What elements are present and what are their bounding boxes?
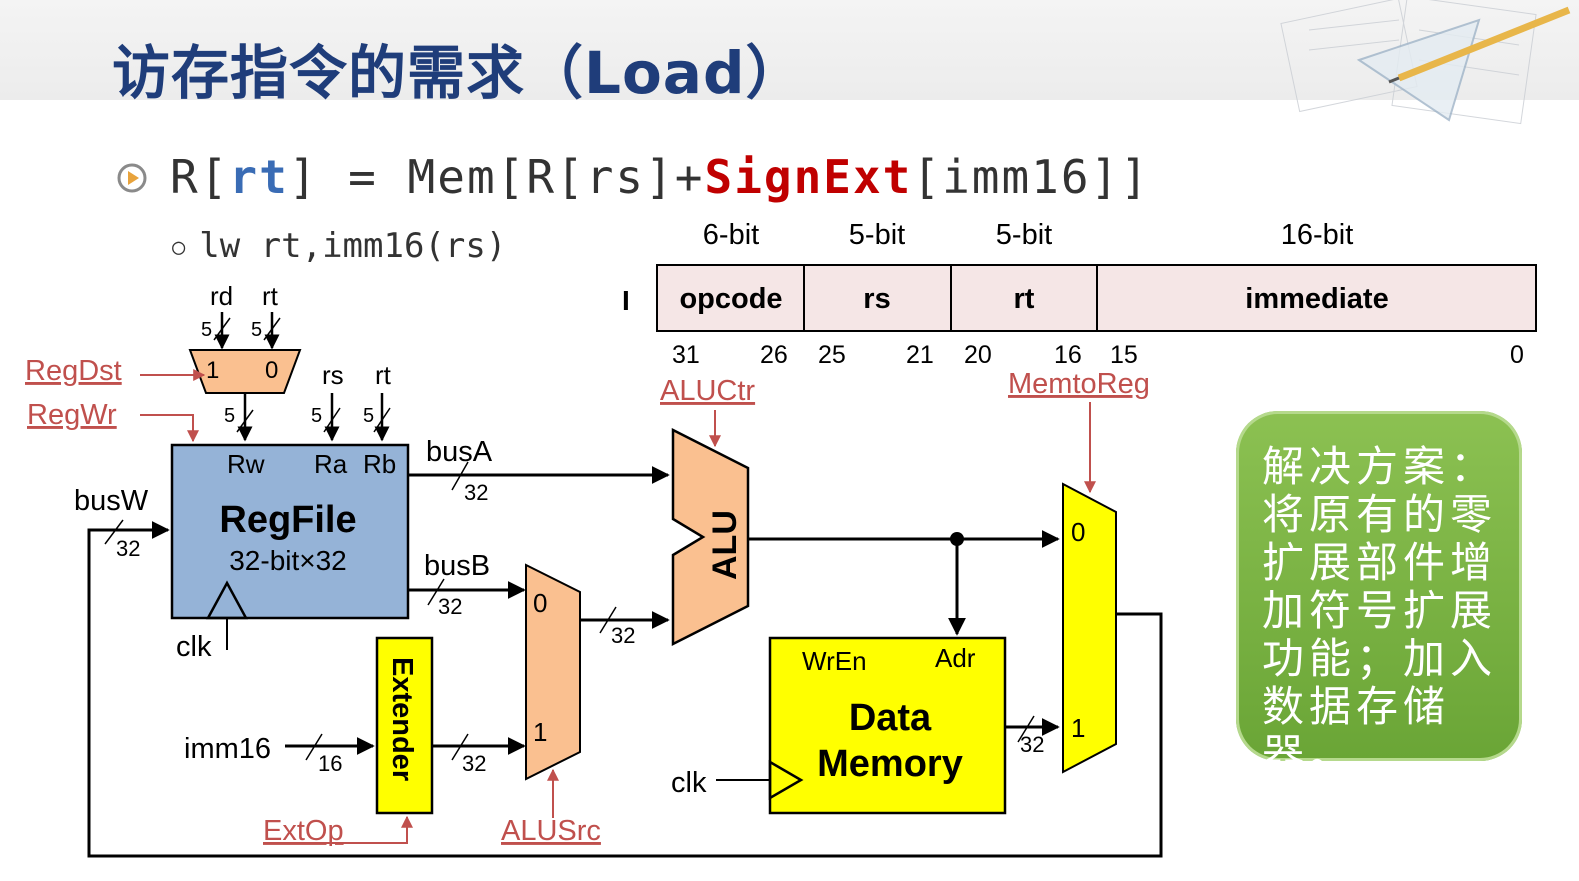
extop-signal: ExtOp bbox=[263, 815, 344, 847]
busw-path: busW 32 bbox=[74, 485, 1163, 858]
bit-20: 20 bbox=[964, 341, 992, 369]
formula-rt: rt bbox=[229, 150, 289, 204]
regdst-signal: RegDst bbox=[25, 355, 122, 387]
port-rw: Rw bbox=[227, 449, 265, 479]
ra-width: 5 bbox=[311, 405, 322, 427]
busw-label: busW bbox=[74, 485, 149, 517]
bit-25: 25 bbox=[818, 341, 846, 369]
aluctr-signal: ALUCtr bbox=[660, 375, 755, 407]
extender: Extender imm16 16 32 bbox=[184, 636, 526, 815]
extender-out-width: 32 bbox=[462, 751, 486, 776]
memtoreg-in0: 0 bbox=[1071, 517, 1085, 547]
regfile-clk: clk bbox=[176, 631, 212, 663]
header-bar bbox=[0, 0, 1579, 100]
formula-part-2: ] = Mem[R[rs]+ bbox=[288, 150, 705, 204]
regfile-box bbox=[170, 443, 410, 620]
alu-shape bbox=[671, 427, 750, 647]
data-memory: WrEn Adr Data Memory clk 32 bbox=[671, 636, 1060, 815]
alu: ALU bbox=[671, 427, 1060, 647]
formula-part-1: R[ bbox=[170, 150, 230, 204]
busa-label: busA bbox=[426, 436, 493, 468]
regdst-mux: 1 0 rd rt 5 5 5 bbox=[188, 281, 302, 442]
regdst-mux-in1: 1 bbox=[206, 357, 219, 384]
busb-width: 32 bbox=[438, 594, 462, 619]
rw-width: 5 bbox=[224, 405, 235, 427]
bit-31: 31 bbox=[672, 341, 700, 369]
rd-label: rd bbox=[210, 281, 233, 311]
field-bits-immediate: 16-bit bbox=[1281, 219, 1354, 251]
regwr-signal: RegWr bbox=[27, 399, 117, 431]
regfile-title: RegFile bbox=[219, 499, 356, 541]
field-name-rs: rs bbox=[863, 283, 890, 315]
regdst-mux-in0: 0 bbox=[265, 357, 278, 384]
field-bits-rs: 5-bit bbox=[849, 219, 905, 251]
field-name-rt: rt bbox=[1014, 283, 1035, 315]
port-rb: Rb bbox=[363, 449, 396, 479]
busb-label: busB bbox=[424, 550, 490, 582]
memtoreg-mux-shape bbox=[1062, 482, 1117, 774]
play-bullet-icon bbox=[117, 163, 147, 193]
extender-label: Extender bbox=[386, 657, 418, 781]
load-semantics-formula: R[rt] = Mem[R[rs]+SignExt[imm16]] bbox=[170, 150, 1150, 204]
register-file: Rw Ra Rb RegFile 32-bit×32 clk rs rt 5 5 bbox=[170, 360, 410, 663]
rb-input-label: rt bbox=[375, 360, 392, 390]
bit-15: 15 bbox=[1110, 341, 1138, 369]
sub-bullet-dot: ○ bbox=[172, 235, 186, 260]
extender-box bbox=[375, 636, 434, 815]
bit-0: 0 bbox=[1510, 341, 1524, 369]
rt-label-mux: rt bbox=[262, 281, 279, 311]
alusrc-signal: ALUSrc bbox=[501, 815, 601, 847]
sub-bullet: ○ lw rt,imm16(rs) bbox=[172, 226, 506, 266]
control-signals: RegDst RegWr ALUCtr MemtoReg ExtOp ALUSr… bbox=[25, 355, 1150, 847]
formula-signext: SignExt bbox=[704, 150, 913, 204]
solution-note-text: 解决方案：将原有的零扩展部件增加符号扩展功能；加入数据存储器。 bbox=[1262, 442, 1498, 779]
regfile-subtitle: 32-bit×32 bbox=[229, 545, 347, 576]
page-title: 访存指令的需求（Load） bbox=[112, 39, 805, 107]
busb-path: busB 32 bbox=[408, 550, 526, 619]
alusrc-mux: 0 1 32 bbox=[525, 563, 670, 781]
memtoreg-signal: MemtoReg bbox=[1008, 368, 1150, 400]
data-memory-title-2: Memory bbox=[817, 743, 963, 785]
imm16-label: imm16 bbox=[184, 733, 271, 765]
bit-16: 16 bbox=[1054, 341, 1082, 369]
field-name-immediate: immediate bbox=[1245, 283, 1388, 315]
busw-width: 32 bbox=[116, 536, 140, 561]
bit-21: 21 bbox=[906, 341, 934, 369]
field-name-opcode: opcode bbox=[679, 283, 782, 315]
instruction-format: I 6-bit 5-bit 5-bit 16-bit opcode rs rt … bbox=[622, 219, 1537, 369]
field-bits-rt: 5-bit bbox=[996, 219, 1052, 251]
busa-width: 32 bbox=[464, 480, 488, 505]
formula-part-3: [imm16]] bbox=[912, 150, 1150, 204]
alusrc-in0: 0 bbox=[533, 588, 547, 618]
data-memory-out-width: 32 bbox=[1020, 732, 1044, 757]
alusrc-out-width: 32 bbox=[611, 623, 635, 648]
lw-example: lw rt,imm16(rs) bbox=[199, 226, 507, 266]
ra-input-label: rs bbox=[322, 360, 344, 390]
port-ra: Ra bbox=[314, 449, 348, 479]
rb-width: 5 bbox=[363, 405, 374, 427]
bit-26: 26 bbox=[760, 341, 788, 369]
data-memory-clk: clk bbox=[671, 767, 707, 799]
rt-width: 5 bbox=[251, 319, 262, 341]
adr-port: Adr bbox=[935, 643, 976, 673]
data-memory-title-1: Data bbox=[849, 697, 932, 739]
solution-note: 解决方案：将原有的零扩展部件增加符号扩展功能；加入数据存储器。 bbox=[1236, 411, 1522, 779]
alusrc-in1: 1 bbox=[533, 717, 547, 747]
alu-label: ALU bbox=[706, 510, 744, 580]
wren-port: WrEn bbox=[802, 646, 867, 676]
busa-path: busA 32 bbox=[408, 436, 670, 505]
field-bits-opcode: 6-bit bbox=[703, 219, 759, 251]
memtoreg-mux: 0 1 bbox=[1062, 482, 1117, 774]
format-type-label: I bbox=[622, 285, 630, 316]
imm16-width: 16 bbox=[318, 751, 342, 776]
memtoreg-in1: 1 bbox=[1071, 713, 1085, 743]
rd-width: 5 bbox=[201, 319, 212, 341]
drafting-tools-decoration bbox=[1280, 0, 1571, 125]
